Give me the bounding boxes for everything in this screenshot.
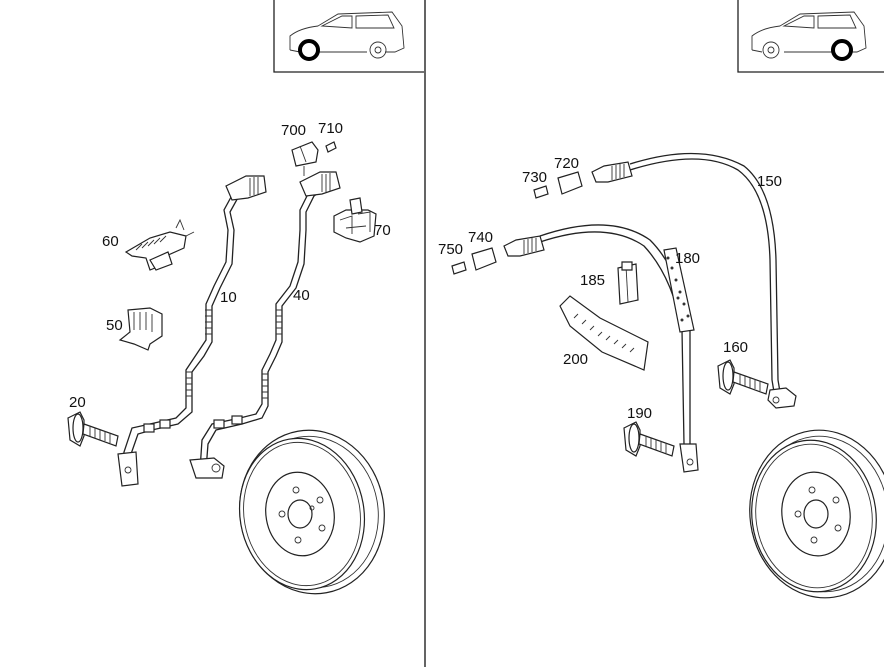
label-720: 720 <box>554 155 579 172</box>
sensor-cable-180 <box>503 224 699 473</box>
label-190: 190 <box>627 405 652 422</box>
label-160: 160 <box>723 339 748 356</box>
label-730: 730 <box>522 169 547 186</box>
car-rear-wheel-highlight-icon <box>737 0 884 73</box>
car-front-wheel-highlight-icon <box>273 0 424 73</box>
strap-200 <box>559 295 649 371</box>
label-40: 40 <box>293 287 310 304</box>
bolt-160 <box>717 359 769 395</box>
clip-710 <box>325 141 337 153</box>
label-740: 740 <box>468 229 493 246</box>
label-180: 180 <box>675 250 700 267</box>
bolt-190 <box>623 421 675 457</box>
sleeve-185 <box>617 261 639 305</box>
brake-disc-front <box>238 429 385 595</box>
label-50: 50 <box>106 317 123 334</box>
clip-730 <box>533 185 549 199</box>
bracket-60 <box>124 218 195 271</box>
sensor-cable-150 <box>591 152 797 409</box>
bolt-20 <box>67 411 119 447</box>
label-70: 70 <box>374 222 391 239</box>
clip-750 <box>451 261 467 275</box>
sensor-cable-40 <box>189 171 341 479</box>
label-185: 185 <box>580 272 605 289</box>
label-60: 60 <box>102 233 119 250</box>
label-150: 150 <box>757 173 782 190</box>
label-20: 20 <box>69 394 86 411</box>
bracket-70 <box>333 197 377 243</box>
label-200: 200 <box>563 351 588 368</box>
label-10: 10 <box>220 289 237 306</box>
clip-740 <box>471 247 497 271</box>
clip-700 <box>291 141 319 176</box>
label-710: 710 <box>318 120 343 137</box>
sensor-cable-10 <box>117 175 267 487</box>
label-700: 700 <box>281 122 306 139</box>
label-750: 750 <box>438 241 463 258</box>
brake-disc-rear <box>749 429 884 599</box>
clip-50 <box>118 307 163 351</box>
clip-720 <box>557 171 583 195</box>
